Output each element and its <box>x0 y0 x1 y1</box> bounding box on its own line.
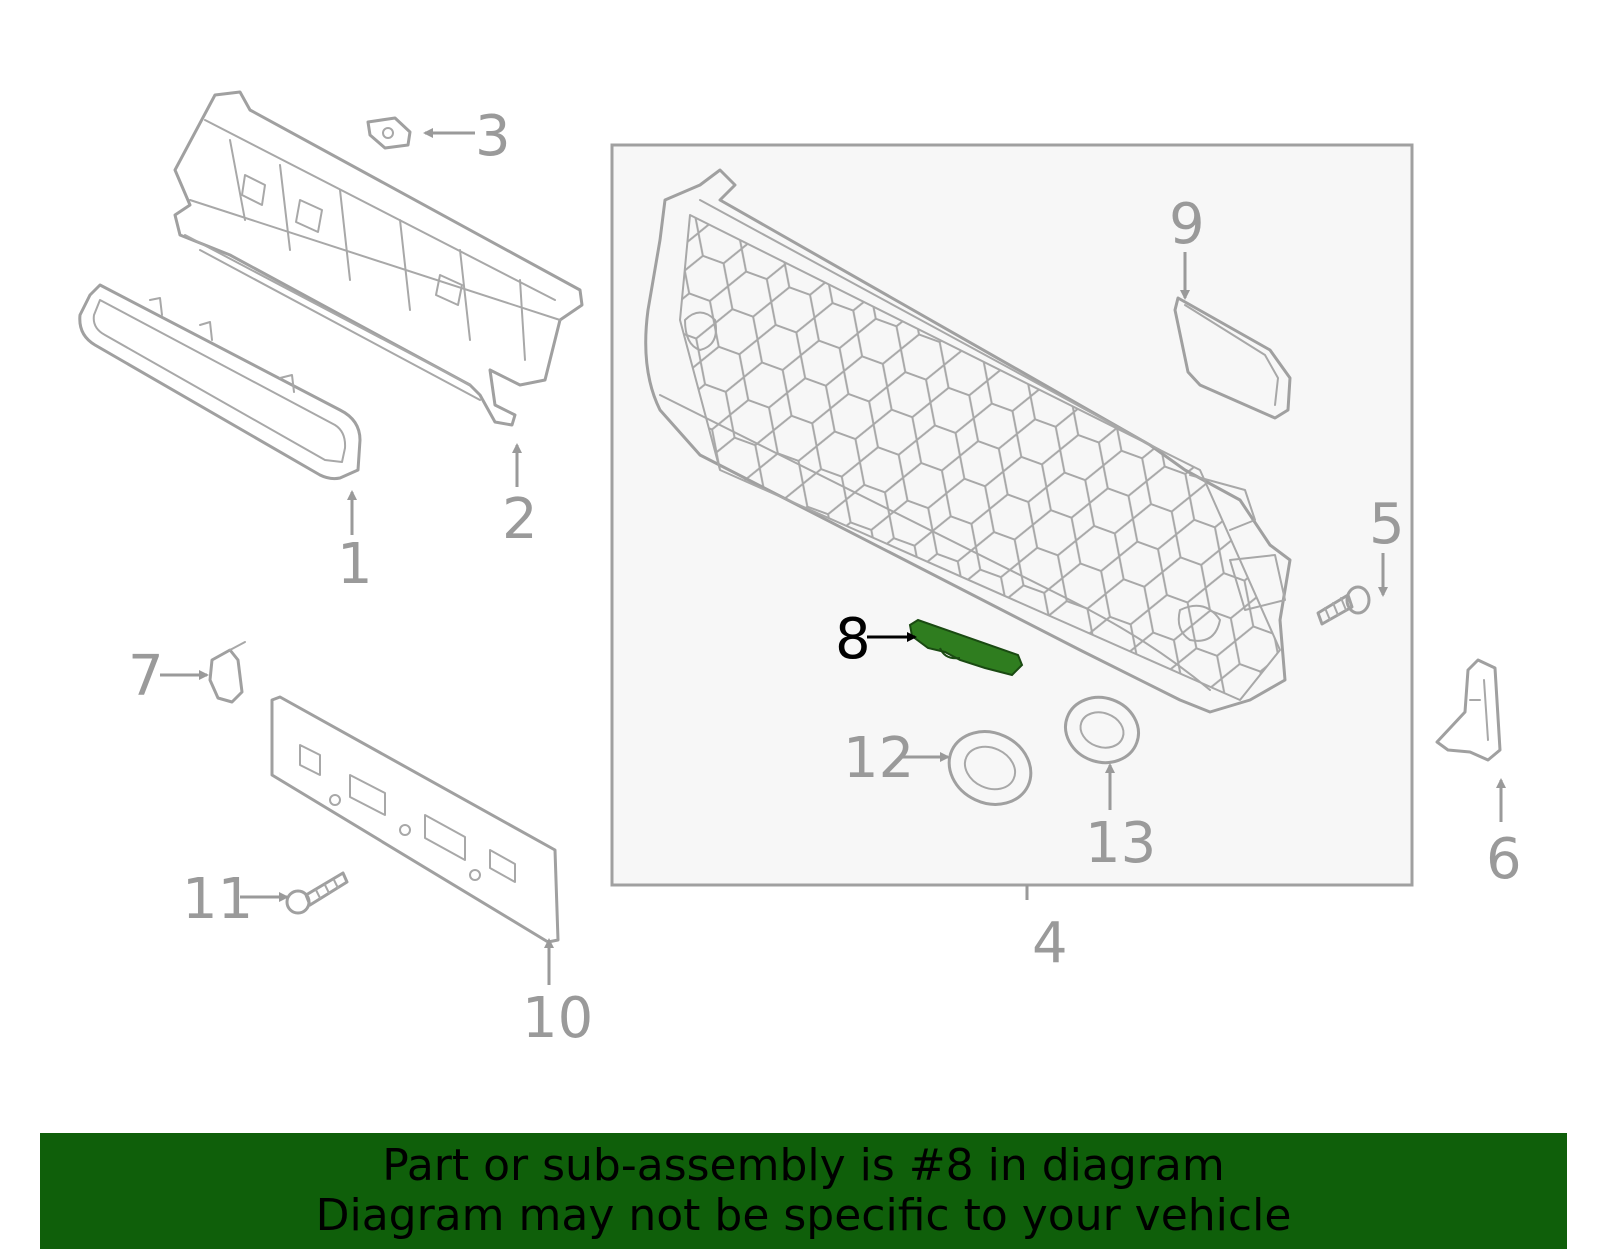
callout-2: 2 <box>502 487 538 552</box>
callout-3: 3 <box>475 104 511 169</box>
part-6-side-bracket <box>1435 658 1502 762</box>
banner-line-1: Part or sub-assembly is #8 in diagram <box>382 1140 1225 1191</box>
part-1-lower-surround <box>78 283 362 481</box>
callout-7: 7 <box>128 644 164 709</box>
part-5-bolt <box>1316 585 1371 626</box>
part-9-side-trim <box>1173 296 1292 420</box>
info-banner: Part or sub-assembly is #8 in diagram Di… <box>40 1133 1567 1249</box>
part-13-ring <box>1064 695 1140 765</box>
part-8-molding-highlighted <box>908 618 1024 677</box>
callout-10: 10 <box>522 986 593 1051</box>
part-10-plate-bracket <box>270 695 560 944</box>
part-11-screw <box>285 871 349 915</box>
part-12-ring <box>947 730 1033 806</box>
callout-4: 4 <box>1032 911 1068 976</box>
callout-1: 1 <box>337 532 373 597</box>
callout-6: 6 <box>1486 827 1522 892</box>
callout-5: 5 <box>1369 492 1405 557</box>
callout-12: 12 <box>843 726 914 791</box>
callout-8: 8 <box>835 607 871 672</box>
callout-13: 13 <box>1085 811 1156 876</box>
banner-line-2: Diagram may not be specific to your vehi… <box>315 1190 1292 1241</box>
part-2-upper-bracket <box>173 90 584 427</box>
part-7-clip <box>208 641 246 704</box>
part-3-clip <box>366 116 412 150</box>
callout-11: 11 <box>182 867 253 932</box>
callout-9: 9 <box>1169 192 1205 257</box>
